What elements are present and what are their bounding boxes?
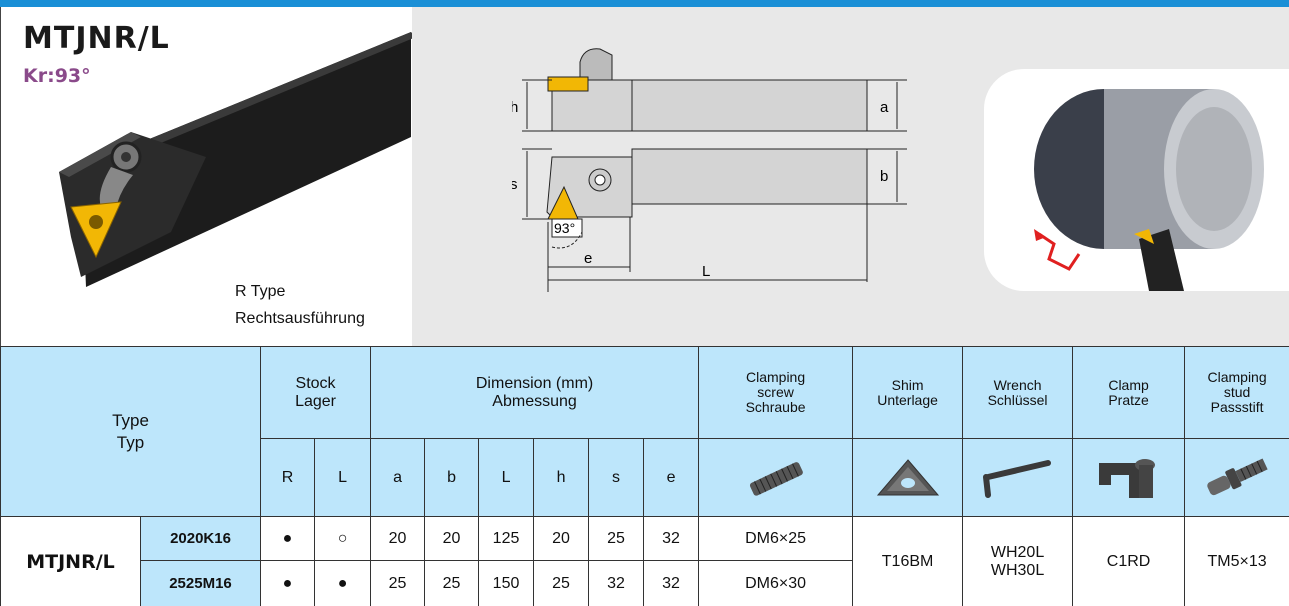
wrench-header: Wrench Schlüssel [962, 346, 1074, 439]
dim-h-label: h [512, 99, 518, 116]
sub-header-Lcol: L [478, 438, 535, 517]
dim-e-label: e [584, 250, 592, 267]
stock-L: ○ [314, 516, 372, 561]
clamping-screw-value: DM6×25 [698, 516, 854, 561]
machining-render [984, 69, 1289, 291]
shim-header: Shim Unterlage [852, 346, 964, 439]
clamping-stud-header: Clamping stud Passstift [1184, 346, 1289, 439]
dim-h: 25 [533, 560, 590, 606]
dim-L: 150 [478, 560, 535, 606]
technical-drawing: h a s b 93° e L [512, 48, 907, 292]
row-code: 2020K16 [139, 516, 262, 561]
stock-R: ● [260, 560, 316, 606]
sub-header-h: h [533, 438, 590, 517]
wrench-value: WH20L WH30L [962, 516, 1074, 606]
stock-L: ● [314, 560, 372, 606]
clamp-header: Clamp Pratze [1072, 346, 1186, 439]
dim-h: 20 [533, 516, 590, 561]
dim-s: 32 [588, 560, 645, 606]
clamping-screw-value: DM6×30 [698, 560, 854, 606]
type-label-de: Rechtsausführung [235, 310, 365, 327]
clamping-screw-icon [698, 438, 854, 517]
drawing-panel: h a s b 93° e L [412, 7, 1289, 346]
sub-header-e: e [643, 438, 700, 517]
angle-label: 93° [554, 220, 575, 236]
clamping-screw-header: Clamping screw Schraube [698, 346, 854, 439]
top-accent-bar [0, 0, 1289, 7]
sub-header-R: R [260, 438, 316, 517]
stock-R: ● [260, 516, 316, 561]
model-cell: MTJNR/L [0, 516, 141, 606]
dim-a-label: a [880, 99, 889, 116]
sub-header-L: L [314, 438, 372, 517]
dim-b: 20 [424, 516, 480, 561]
dim-e: 32 [643, 516, 700, 561]
row-code: 2525M16 [139, 560, 262, 606]
product-photo-panel: MTJNR/L Kr:93° R Type Rechtsausführung [0, 7, 416, 346]
table-row: 2525M16 ● ● 25 25 150 25 32 32 DM6×30 [1, 560, 1289, 606]
dim-a: 20 [370, 516, 426, 561]
dim-L-label: L [702, 263, 710, 280]
clamp-value: C1RD [1072, 516, 1186, 606]
table-row: MTJNR/L 2020K16 ● ○ 20 20 125 20 25 32 D… [0, 516, 1289, 606]
wrench-icon [962, 438, 1074, 517]
tool-holder-photo [59, 32, 416, 287]
dim-a: 25 [370, 560, 426, 606]
dim-e: 32 [643, 560, 700, 606]
sub-header-a: a [370, 438, 426, 517]
dim-b-label: b [880, 168, 888, 185]
dim-s: 25 [588, 516, 645, 561]
sub-header-s: s [588, 438, 645, 517]
spec-table: Type Typ Stock Lager Dimension (mm) Abme… [0, 346, 1289, 606]
clamp-icon [1072, 438, 1186, 517]
shim-value: T16BM [852, 516, 964, 606]
clamping-stud-value: TM5×13 [1184, 516, 1289, 606]
stock-header: Stock Lager [260, 346, 372, 439]
lead-angle: Kr:93° [23, 65, 91, 87]
dim-b: 25 [424, 560, 480, 606]
type-label: R Type [235, 283, 286, 300]
dimension-header: Dimension (mm) Abmessung [370, 346, 700, 439]
clamping-stud-icon [1184, 438, 1289, 517]
shim-icon [852, 438, 964, 517]
dim-s-label: s [512, 176, 518, 193]
dim-L: 125 [478, 516, 535, 561]
sub-header-b: b [424, 438, 480, 517]
product-title: MTJNR/L [23, 21, 170, 56]
type-header: Type Typ [0, 346, 262, 517]
